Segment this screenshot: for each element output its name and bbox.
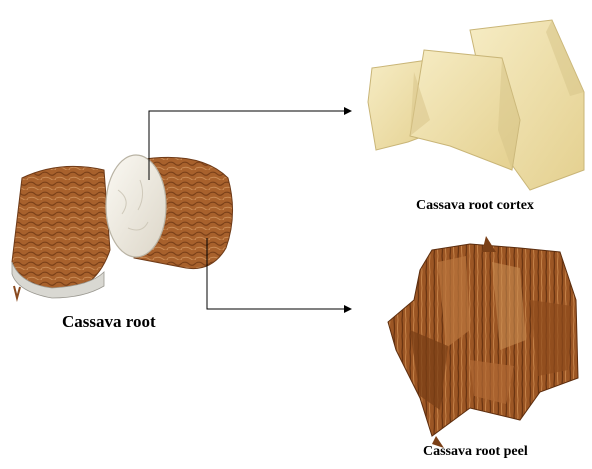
cassava-cortex-slices [368,20,584,190]
root-cut-face [106,155,166,257]
cassava-peel-label: Cassava root peel [423,444,528,460]
cassava-root-left-piece [12,166,110,298]
cassava-root-label: Cassava root [62,312,156,332]
cassava-cortex-label: Cassava root cortex [416,198,534,214]
cassava-peel-pieces [388,236,578,448]
arrow-to-peel [207,238,352,313]
cassava-root-right-piece [106,155,233,269]
